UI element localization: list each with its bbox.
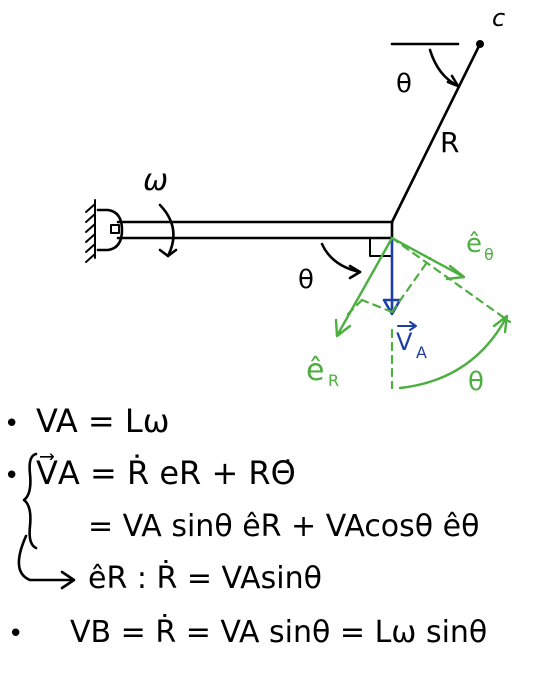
svg-text:ê: ê <box>306 353 324 388</box>
omega-arrow <box>158 203 178 258</box>
eq-1-text: VA = Lω <box>36 402 170 440</box>
point-c-label: c <box>492 4 505 32</box>
e-theta-label: ê θ <box>466 229 494 264</box>
svg-text:R: R <box>328 371 339 390</box>
rod-r <box>390 40 484 224</box>
projection-dashes <box>344 236 512 390</box>
theta-lower-label: θ <box>298 265 314 295</box>
eq-2-bullet: • <box>4 461 19 491</box>
equations: • VA = Lω • V⃗A = Ṙ eR + RΘ̇ = VA sinθ ê… <box>4 402 487 650</box>
theta-green-arc <box>398 314 509 390</box>
eq-1-bullet: • <box>4 409 19 439</box>
unit-vector-e-r <box>334 236 394 338</box>
eq-4-text: êR : Ṙ = VAsinθ <box>88 560 322 596</box>
svg-text:V: V <box>396 328 413 356</box>
theta-top-arc <box>428 48 460 88</box>
ground-support <box>85 199 96 263</box>
svg-text:ê: ê <box>466 229 482 259</box>
pivot-bracket <box>96 208 124 252</box>
horizontal-arm <box>116 220 394 240</box>
omega-label: ω <box>143 163 168 198</box>
e-r-label: ê R <box>306 353 339 390</box>
svg-text:A: A <box>416 343 427 362</box>
eq-5-bullet: • <box>8 619 23 649</box>
eq-2-text: V⃗A = Ṙ eR + RΘ̇ <box>36 453 296 492</box>
theta-lower-arc <box>320 242 362 280</box>
rod-length-label: R <box>440 126 459 159</box>
eq-3-text: = VA sinθ êR + VAcosθ êθ <box>88 509 480 544</box>
right-angle-marker <box>369 237 393 257</box>
va-label: V A <box>396 321 427 362</box>
svg-text:θ: θ <box>484 245 494 264</box>
unit-vector-e-theta <box>390 236 466 281</box>
eq-5-text: VB = Ṙ = VA sinθ = Lω sinθ <box>70 614 487 650</box>
theta-green-label: θ <box>468 367 484 397</box>
brace-arrow <box>17 452 76 590</box>
theta-top-label: θ <box>396 69 412 99</box>
